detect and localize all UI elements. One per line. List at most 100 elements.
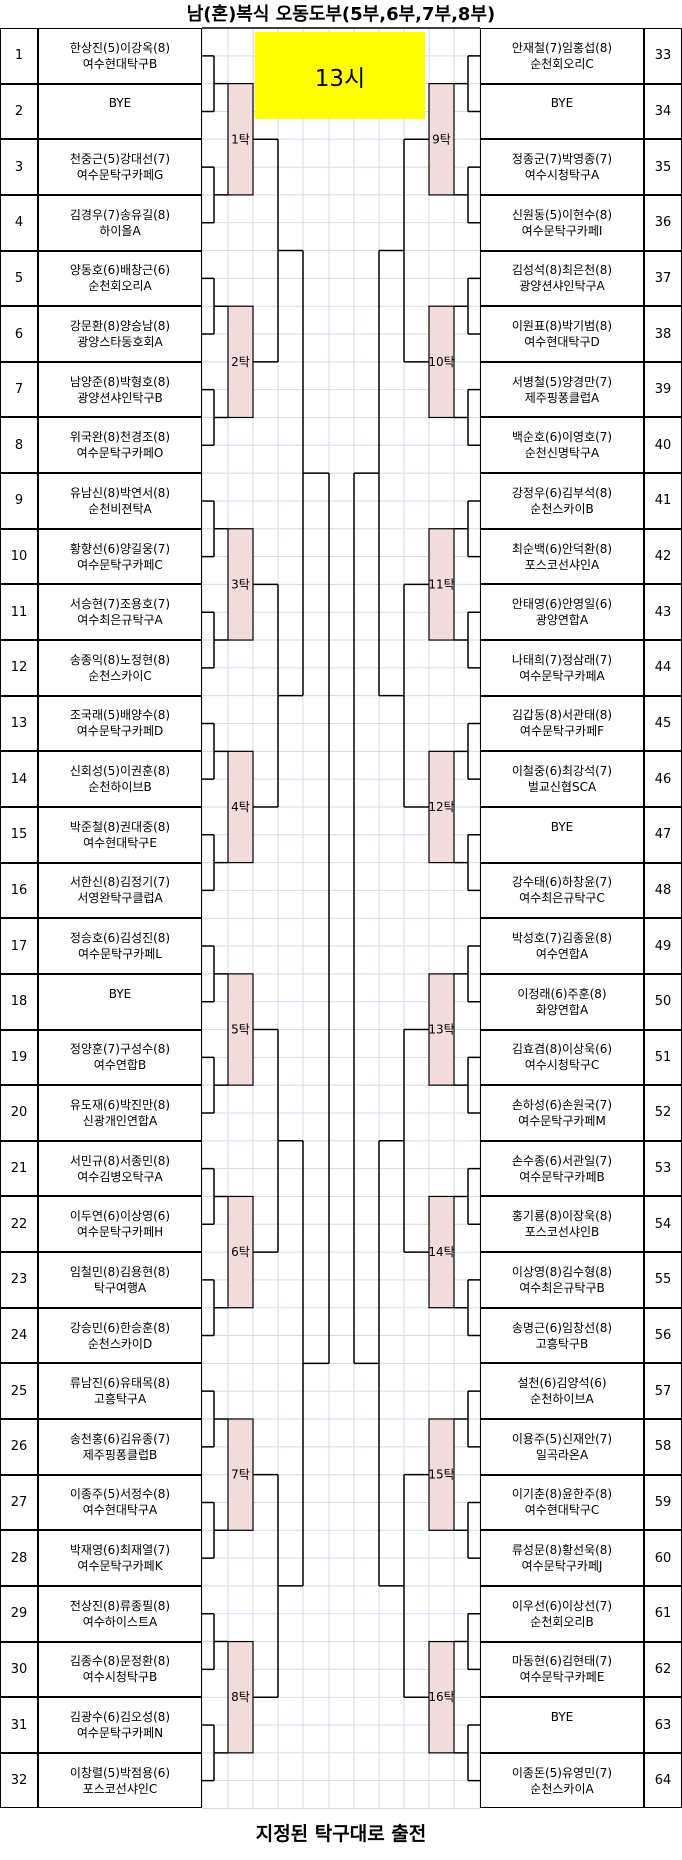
team-players: 안재철(7)임홍섭(8): [511, 40, 613, 55]
seed-number: 48: [644, 862, 682, 919]
team-cell: 천중근(5)강대선(7)여수문탁구카페G: [38, 139, 202, 195]
seed-number: 13: [0, 695, 38, 752]
team-cell: 서승현(7)조용호(7)여수최은규탁구A: [38, 584, 202, 641]
team-players: 송종익(8)노정현(8): [69, 652, 171, 667]
team-players: 박준철(8)권대중(8): [69, 819, 171, 834]
team-club: 순천하이브A: [530, 1392, 594, 1407]
table-assignment-label: 10탁: [428, 355, 454, 369]
team-club: 순천회오리B: [530, 1614, 594, 1629]
team-cell: 박준철(8)권대중(8)여수현대탁구E: [38, 806, 202, 863]
team-cell: 정종군(7)박영종(7)여수시청탁구A: [480, 139, 644, 195]
team-players: BYE: [550, 96, 574, 111]
seed-number: 18: [0, 973, 38, 1030]
seed-number: 10: [0, 528, 38, 585]
seed-number: 11: [0, 584, 38, 641]
team-cell: 송명근(6)임창선(8)고흥탁구B: [480, 1307, 644, 1364]
table-assignment-cell: [428, 305, 455, 419]
table-assignment-label: 1탁: [231, 132, 250, 146]
team-players: 이창렬(5)박점용(6): [69, 1765, 171, 1780]
team-cell: 강승민(6)한승훈(8)순천스카이D: [38, 1307, 202, 1364]
team-club: 고흥탁구A: [93, 1392, 147, 1407]
team-players: 김종수(8)문정환(8): [69, 1654, 171, 1669]
table-assignment-label: 9탁: [432, 132, 451, 146]
seed-number: 59: [644, 1474, 682, 1531]
start-time-highlight: 13시: [255, 32, 425, 119]
team-players: 강정우(6)김부석(8): [511, 485, 613, 500]
team-cell: 송천홍(6)김유종(7)제주핑퐁클럽B: [38, 1419, 202, 1475]
start-time-label: 13시: [314, 65, 366, 92]
table-assignment-label: 2탁: [231, 355, 250, 369]
team-club: 여수문탁구카페I: [521, 223, 603, 238]
team-cell: 이창렬(5)박점용(6)포스코선샤인C: [38, 1752, 202, 1809]
team-players: 송천홍(6)김유종(7): [69, 1431, 171, 1446]
team-cell: BYE: [480, 1697, 644, 1753]
team-players: 서병철(5)양경만(7): [511, 374, 613, 389]
team-cell: 강문환(8)양승남(8)광양스타동호회A: [38, 306, 202, 362]
team-players: 서민규(8)서종민(8): [69, 1153, 171, 1168]
seed-number: 5: [0, 250, 38, 307]
team-players: 김갑동(8)서관태(8): [511, 708, 613, 723]
team-players: 한상진(5)이강옥(8): [69, 40, 171, 55]
team-club: 고흥탁구B: [535, 1336, 589, 1351]
team-players: 박재영(6)최재열(7): [69, 1543, 171, 1558]
team-players: 정양훈(7)구성수(8): [69, 1042, 171, 1057]
seed-number: 58: [644, 1419, 682, 1475]
seed-number: 62: [644, 1641, 682, 1698]
team-cell: 이철중(6)최강석(7)벌교신협SCA: [480, 751, 644, 807]
team-cell: 박재영(6)최재열(7)여수문탁구카페K: [38, 1530, 202, 1586]
team-cell: 김성석(8)최은천(8)광양션샤인탁구A: [480, 250, 644, 307]
team-club: 여수문탁구카페C: [77, 557, 163, 572]
team-cell: 최순백(6)안덕환(8)포스코선샤인A: [480, 528, 644, 585]
team-club: 포스코선샤인B: [524, 1225, 600, 1240]
team-players: 천중근(5)강대선(7): [69, 152, 171, 167]
table-assignment-cell: [428, 83, 455, 196]
seed-number: 46: [644, 751, 682, 807]
seed-number: 17: [0, 918, 38, 974]
seed-number: 29: [0, 1585, 38, 1642]
team-cell: 홍기룡(8)이장욱(8)포스코선샤인B: [480, 1196, 644, 1253]
team-cell: 정승호(6)김성진(8)여수문탁구카페L: [38, 918, 202, 974]
team-players: 조국래(5)배양수(8): [69, 708, 171, 723]
seed-number: 22: [0, 1196, 38, 1253]
seed-number: 49: [644, 918, 682, 974]
bracket-path: [202, 27, 480, 1782]
seed-number: 39: [644, 361, 682, 418]
team-cell: 이상영(8)김수형(8)여수최은규탁구B: [480, 1252, 644, 1308]
team-cell: 한상진(5)이강옥(8)여수현대탁구B: [38, 28, 202, 84]
grid-path: [201, 27, 481, 1809]
team-cell: 위국완(8)천경조(8)여수문탁구카페O: [38, 417, 202, 474]
team-players: 유남신(8)박연서(8): [69, 485, 171, 500]
seed-number: 16: [0, 862, 38, 919]
seed-number: 23: [0, 1252, 38, 1308]
team-cell: 이용주(5)신재안(7)일곡라온A: [480, 1419, 644, 1475]
team-cell: 남양준(8)박형호(8)광양션샤인탁구B: [38, 361, 202, 418]
seed-number: 53: [644, 1140, 682, 1197]
seed-number: 50: [644, 973, 682, 1030]
team-club: 여수문탁구카페A: [519, 668, 605, 683]
team-cell: 김갑동(8)서관태(8)여수문탁구카페F: [480, 695, 644, 752]
seed-number: 47: [644, 806, 682, 863]
team-players: 나태희(7)정삼래(7): [511, 652, 613, 667]
team-players: 이상영(8)김수형(8): [511, 1264, 613, 1279]
seed-number: 45: [644, 695, 682, 752]
seed-number: 25: [0, 1363, 38, 1419]
team-players: 이우선(6)이상선(7): [511, 1598, 613, 1613]
team-players: 이종주(5)서정수(8): [69, 1487, 171, 1502]
seed-number: 56: [644, 1307, 682, 1364]
team-club: 여수문탁구카페B: [519, 1169, 605, 1184]
team-club: 광양션샤인탁구B: [77, 390, 163, 405]
team-club: 서영완탁구클럽A: [77, 891, 163, 906]
team-cell: 손하성(6)손원국(7)여수문탁구카페M: [480, 1085, 644, 1141]
team-players: 류성문(8)황선욱(8): [511, 1543, 613, 1558]
team-cell: 이두연(6)이상영(6)여수문탁구카페H: [38, 1196, 202, 1253]
team-players: 이종돈(5)유영민(7): [511, 1765, 613, 1780]
seed-number: 40: [644, 417, 682, 474]
seed-number: 24: [0, 1307, 38, 1364]
team-club: 여수문탁구카페G: [76, 168, 164, 183]
seed-number: 54: [644, 1196, 682, 1253]
seed-number: 61: [644, 1585, 682, 1642]
team-players: 홍기룡(8)이장욱(8): [511, 1209, 613, 1224]
